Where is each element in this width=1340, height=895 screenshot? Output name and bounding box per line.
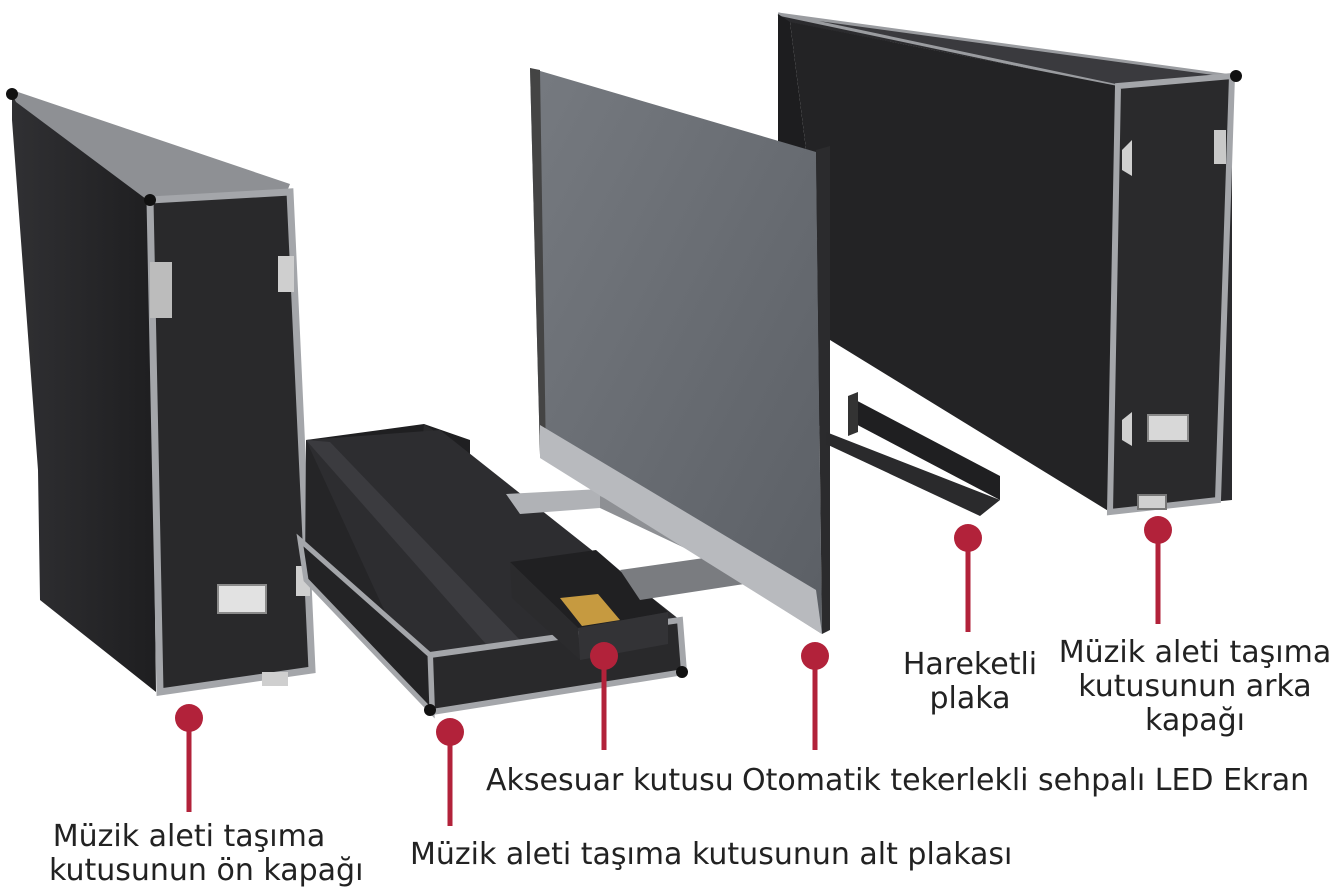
label-accessory-box: Aksesuar kutusu	[486, 764, 736, 798]
label-moving-plate: Hareketli plaka	[895, 648, 1045, 716]
label-line: kapağı	[1144, 703, 1246, 738]
back-cover-case	[777, 12, 1242, 516]
latch-icon	[262, 672, 288, 686]
led-screen	[506, 68, 830, 634]
label-line: Müzik aleti taşıma	[52, 819, 326, 854]
latch-icon	[1137, 494, 1167, 510]
label-line: kutusunun ön kapağı	[49, 853, 364, 888]
handle-icon	[1147, 414, 1189, 442]
front-cover-case	[6, 88, 316, 697]
label-led-screen: Otomatik tekerlekli sehpalı LED Ekran	[742, 764, 1312, 798]
label-line: plaka	[929, 681, 1011, 716]
callout-led-screen	[801, 642, 829, 750]
label-back-cover: Müzik aleti taşıma kutusunun arka kapağı	[1052, 636, 1338, 738]
callout-back-cover	[1144, 516, 1172, 624]
handle-icon	[217, 584, 267, 614]
callout-bottom-plate	[436, 718, 464, 826]
label-line: Hareketli	[902, 647, 1038, 682]
label-line: Otomatik tekerlekli sehpalı LED Ekran	[742, 763, 1310, 798]
label-line: Müzik aleti taşıma	[1058, 635, 1332, 670]
label-line: Aksesuar kutusu	[486, 763, 734, 798]
handle-icon	[150, 262, 172, 318]
callout-front-cover	[175, 704, 203, 812]
clasp-icon	[1214, 130, 1226, 164]
label-line: kutusunun arka	[1078, 669, 1312, 704]
moving-plate	[826, 392, 1000, 516]
label-line: Müzik aleti taşıma kutusunun alt plakası	[410, 837, 1013, 872]
label-bottom-plate: Müzik aleti taşıma kutusunun alt plakası	[410, 837, 1013, 872]
callout-accessory-box	[590, 642, 618, 750]
callout-moving-plate	[954, 524, 982, 632]
label-front-cover: Müzik aleti taşıma kutusunun ön kapağı	[49, 819, 364, 888]
